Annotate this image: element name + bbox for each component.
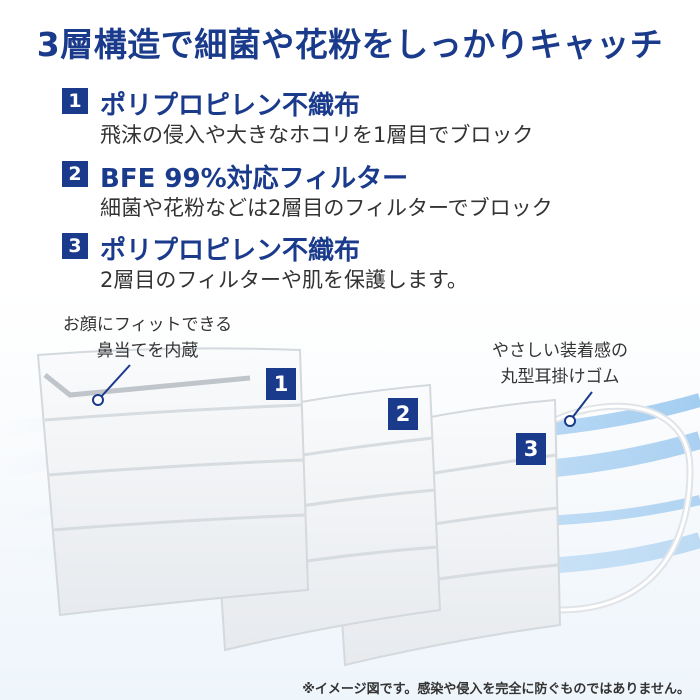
nose-pad-callout: お顔にフィットできる 鼻当てを内蔵	[40, 312, 255, 364]
mask-layer-1	[36, 347, 310, 617]
nose-callout-line-2: 鼻当てを内蔵	[96, 341, 199, 361]
ear-callout-line-1: やさしい装着感の	[492, 341, 628, 361]
headline: 3層構造で細菌や花粉をしっかりキャッチ	[36, 25, 664, 64]
mask-label-1: 1	[266, 368, 296, 400]
layer-title: ポリプロピレン不織布	[100, 236, 361, 266]
layer-number-badge: 1	[62, 88, 88, 114]
mask-label-3: 3	[516, 433, 546, 465]
ear-callout-line-2: 丸型耳掛けゴム	[500, 367, 620, 387]
layer-description: 細菌や花粉などは2層目のフィルターでブロック	[100, 196, 553, 220]
layer-number-badge: 3	[62, 233, 88, 259]
disclaimer-footnote: ※イメージ図です。感染や侵入を完全に防ぐものではありません。	[302, 682, 690, 697]
layer-description: 飛沫の侵入や大きなホコリを1層目でブロック	[100, 123, 534, 147]
layer-title: ポリプロピレン不織布	[100, 91, 361, 121]
nose-wire	[43, 373, 251, 398]
layer-number-badge: 2	[62, 161, 88, 187]
layer-description: 2層目のフィルターや肌を保護します。	[100, 268, 468, 292]
layer-title: BFE 99%対応フィルター	[100, 164, 409, 194]
nose-callout-line-1: お顔にフィットできる	[62, 315, 233, 335]
ear-loop-callout: やさしい装着感の 丸型耳掛けゴム	[460, 338, 660, 390]
ear-callout-pointer	[564, 391, 593, 427]
nose-callout-pointer	[92, 364, 131, 406]
mask-label-2: 2	[388, 398, 418, 430]
